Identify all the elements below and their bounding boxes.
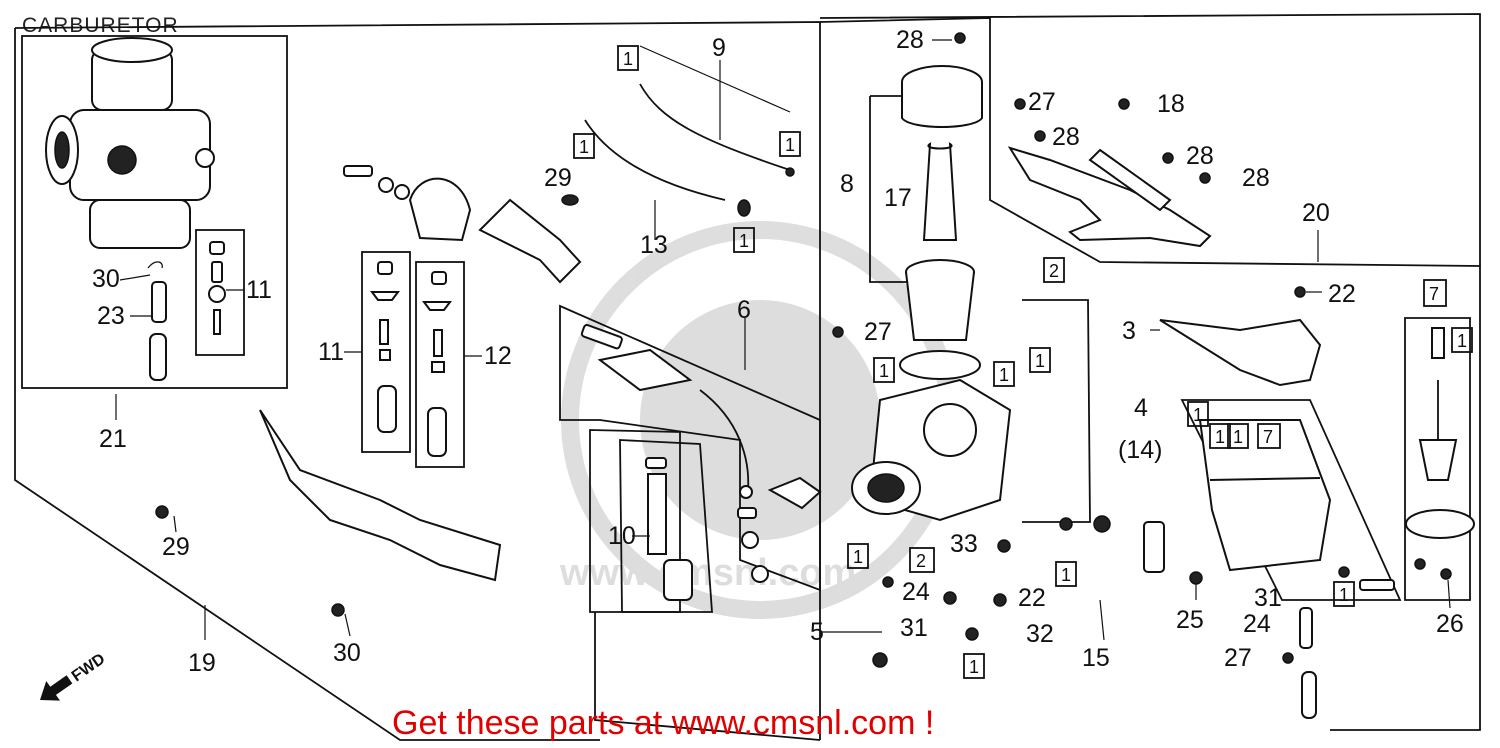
- svg-text:1: 1: [1215, 427, 1225, 447]
- bracket-illustration: [1007, 146, 1212, 248]
- callout-label: 17: [884, 184, 912, 212]
- callout-label: 27: [864, 318, 892, 346]
- qty-box: 1: [873, 357, 895, 383]
- footer-link-text[interactable]: Get these parts at www.cmsnl.com !: [392, 704, 935, 742]
- callout-label: 21: [99, 425, 127, 453]
- callout-label: 23: [97, 302, 125, 330]
- linkage-illustrations: [259, 165, 582, 582]
- qty-box: 1: [993, 361, 1015, 387]
- qty-box: 1: [847, 543, 869, 569]
- callout-label: 11: [318, 338, 344, 366]
- callout-label: 31: [900, 614, 928, 642]
- callout-label: 24: [902, 578, 930, 606]
- qty-box: 2: [909, 547, 935, 573]
- callout-label: (14): [1118, 436, 1162, 464]
- qty-box: 1: [1227, 423, 1249, 449]
- diagram-title: CARBURETOR: [22, 14, 179, 37]
- quantity-boxes: 1 1 1 1 1 1 1 1 1 1 1 1 1 1 1 2 2 7 7: [573, 45, 1473, 679]
- qty-box: 7: [1257, 423, 1281, 449]
- callout-label: 28: [1242, 164, 1270, 192]
- svg-text:FWD: FWD: [69, 650, 109, 685]
- callout-label: 28: [896, 26, 924, 54]
- float-bowl-illustrations: [1159, 318, 1475, 719]
- callout-label: 3: [1122, 317, 1136, 345]
- callout-label: 19: [188, 649, 216, 677]
- callout-labels: 9 13 29 6 10 21 30 23 11 11 12 19 29 30 …: [92, 26, 1464, 677]
- svg-text:1: 1: [969, 657, 979, 677]
- qty-box: 1: [1451, 327, 1473, 353]
- svg-text:7: 7: [1263, 427, 1273, 447]
- callout-label: 26: [1436, 610, 1464, 638]
- callout-label: 28: [1052, 123, 1080, 151]
- svg-text:1: 1: [739, 231, 749, 251]
- callout-label: 25: [1176, 606, 1204, 634]
- callout-label: 28: [1186, 142, 1214, 170]
- qty-box: 1: [963, 653, 985, 679]
- callout-label: 29: [544, 164, 572, 192]
- callout-label: 9: [712, 34, 726, 62]
- callout-label: 33: [950, 530, 978, 558]
- qty-box: 1: [1209, 423, 1231, 449]
- callout-label: 29: [162, 533, 190, 561]
- leader-lines: [115, 39, 1451, 641]
- svg-text:7: 7: [1429, 284, 1439, 304]
- svg-text:1: 1: [623, 49, 633, 69]
- svg-text:1: 1: [1457, 331, 1467, 351]
- svg-text:1: 1: [1339, 585, 1349, 605]
- carburetor-assembly-illustration: [45, 37, 215, 249]
- callout-label: 4: [1134, 394, 1148, 422]
- callout-label: 18: [1157, 90, 1185, 118]
- qty-box: 1: [617, 45, 639, 71]
- carburetor-body-illustration: [851, 65, 1012, 522]
- svg-text:2: 2: [1049, 261, 1059, 281]
- qty-box: 1: [573, 133, 595, 159]
- callout-label: 13: [640, 231, 668, 259]
- svg-text:1: 1: [1193, 405, 1203, 425]
- small-fasteners: [155, 32, 1452, 668]
- qty-box: 1: [1055, 561, 1077, 587]
- callout-label: 5: [810, 618, 824, 646]
- callout-label: 8: [840, 170, 854, 198]
- callout-label: 32: [1026, 620, 1054, 648]
- qty-box: 1: [733, 227, 755, 253]
- qty-box: 2: [1043, 257, 1065, 283]
- svg-text:1: 1: [853, 547, 863, 567]
- qty-box: 1: [1187, 401, 1209, 427]
- callout-label: 6: [737, 296, 751, 324]
- svg-text:1: 1: [1061, 565, 1071, 585]
- needle-jet-set-illustrations: [370, 261, 452, 457]
- qty-box: 7: [1423, 279, 1447, 307]
- qty-box: 1: [1029, 347, 1051, 373]
- callout-label: 22: [1018, 584, 1046, 612]
- callout-label: 30: [333, 639, 361, 667]
- forward-direction-indicator: FWD: [40, 650, 109, 701]
- svg-text:1: 1: [785, 135, 795, 155]
- svg-text:1: 1: [999, 365, 1009, 385]
- callout-label: 11: [246, 276, 272, 304]
- left-kit-illustrations: [147, 241, 226, 381]
- svg-text:1: 1: [1233, 427, 1243, 447]
- callout-label: 10: [608, 522, 636, 550]
- qty-box: 1: [779, 131, 801, 157]
- qty-box: 1: [1333, 581, 1355, 607]
- callout-label: 12: [484, 342, 512, 370]
- callout-label: 27: [1224, 644, 1252, 672]
- svg-text:1: 1: [579, 137, 589, 157]
- svg-text:2: 2: [916, 551, 926, 571]
- svg-text:1: 1: [879, 361, 889, 381]
- callout-label: 20: [1302, 199, 1330, 227]
- callout-label: 15: [1082, 644, 1110, 672]
- callout-label: 30: [92, 265, 120, 293]
- vent-hose-illustrations: [561, 83, 795, 217]
- callout-label: 22: [1328, 280, 1356, 308]
- callout-label: 24: [1243, 610, 1271, 638]
- callout-label: 27: [1028, 88, 1056, 116]
- throttle-stop-illustrations: [580, 324, 822, 601]
- callout-label: 31: [1254, 584, 1282, 612]
- svg-text:1: 1: [1035, 351, 1045, 371]
